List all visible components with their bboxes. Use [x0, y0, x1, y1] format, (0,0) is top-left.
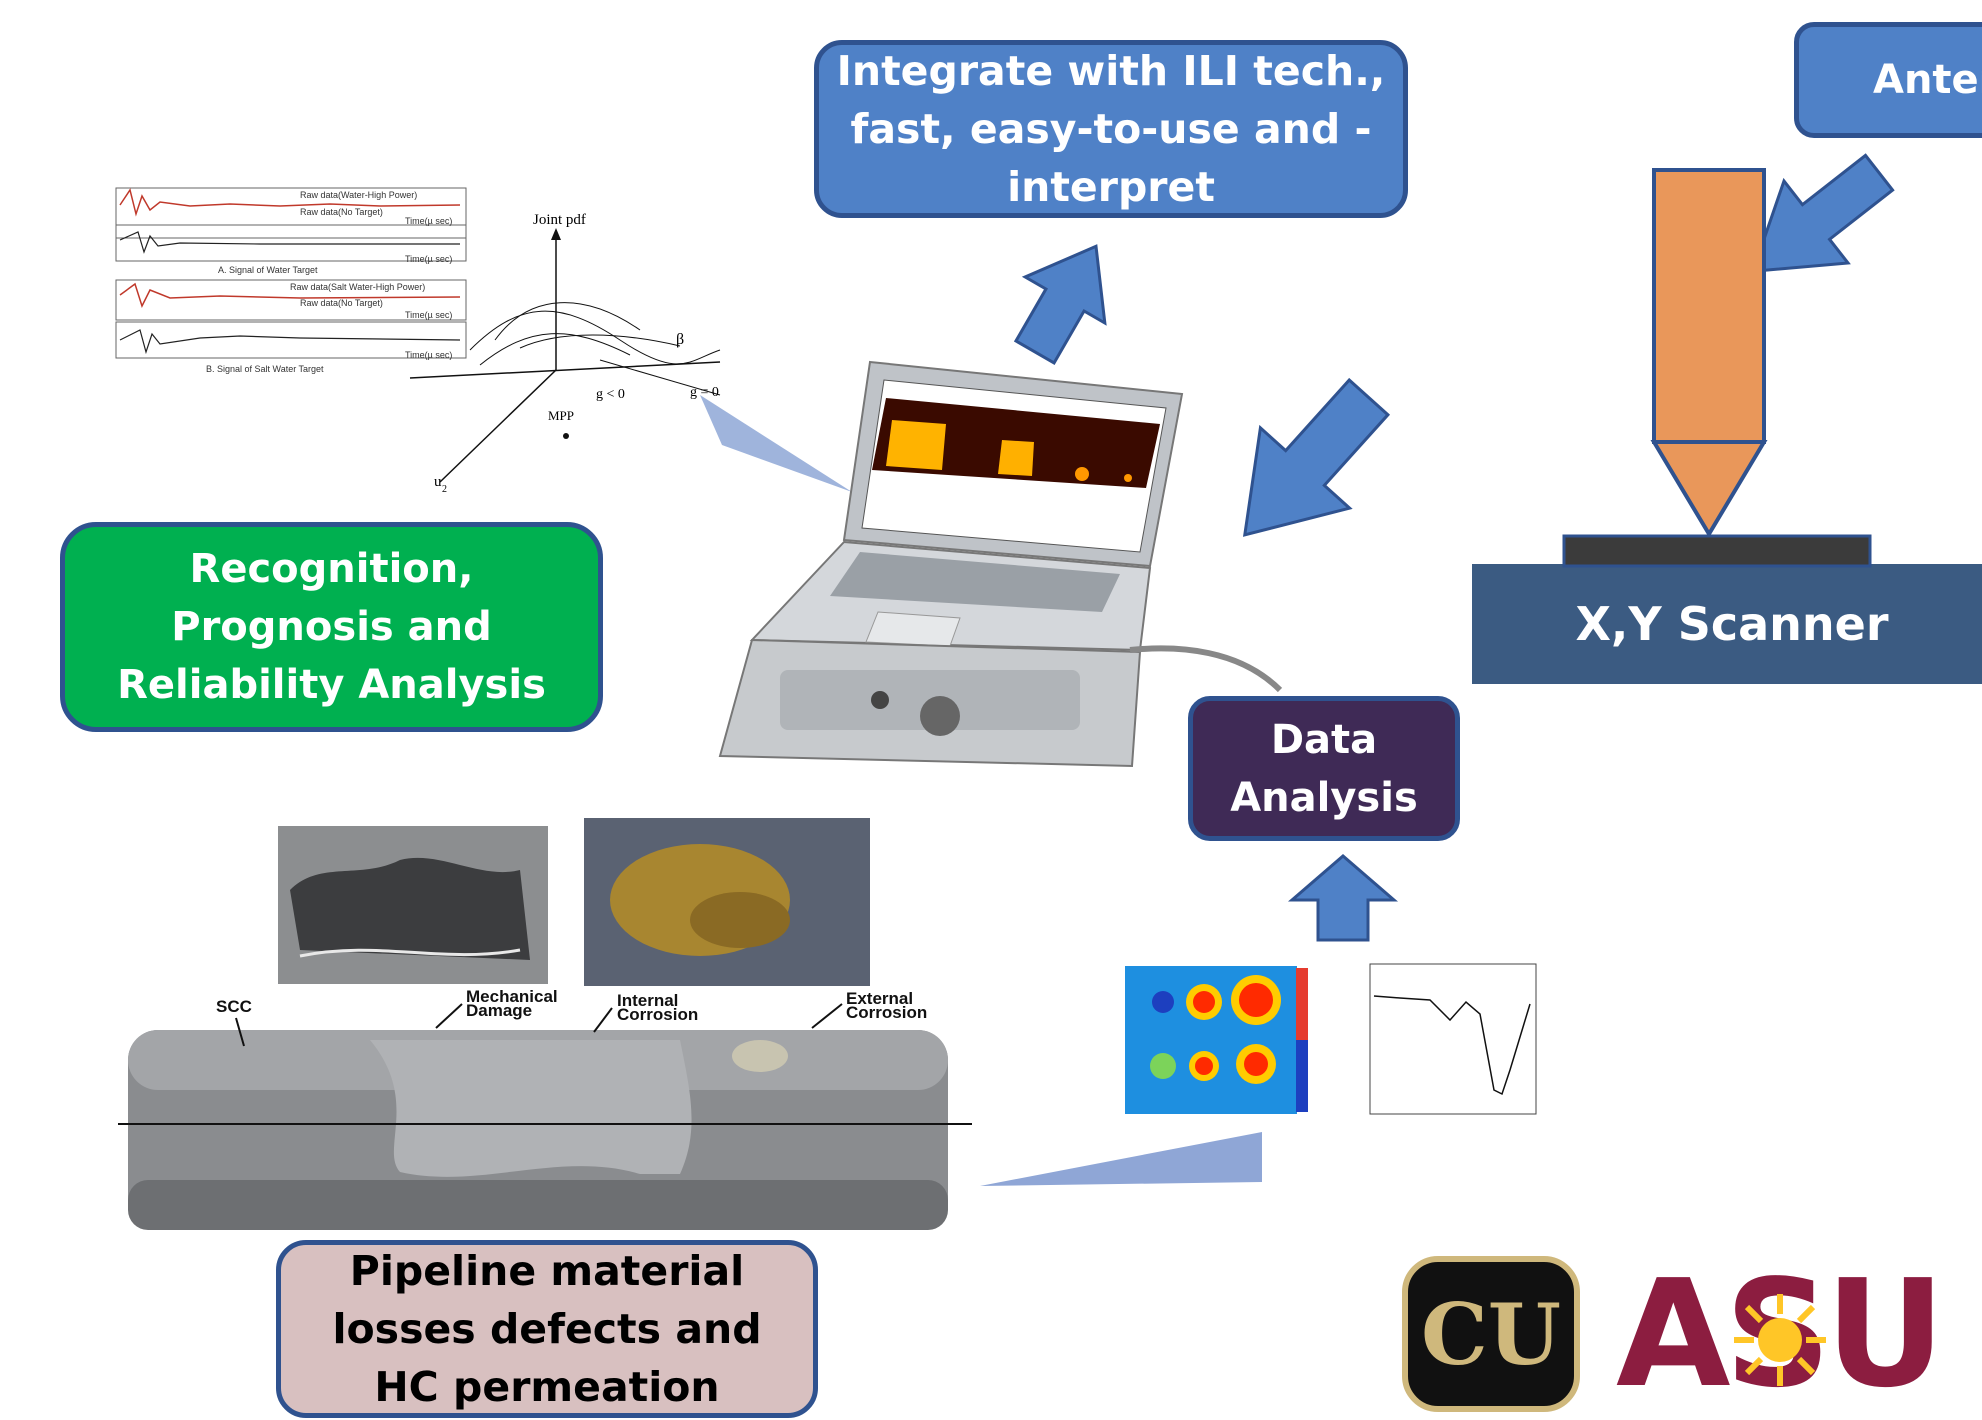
pipe-label-external-2: Corrosion	[846, 1003, 927, 1022]
data-analysis-box: Data Analysis	[1188, 696, 1460, 841]
pdf-beta: β	[676, 331, 684, 348]
arrow-up-integrate	[1013, 244, 1107, 366]
pipeline-text: Pipeline material losses defects and HC …	[332, 1247, 762, 1411]
pipe-label-scc: SCC	[216, 997, 252, 1016]
asu-sunburst-icon	[1734, 1294, 1826, 1386]
signal-legend-4: Raw data(No Target)	[300, 298, 383, 308]
signal-xunit-1: Time(µ sec)	[405, 216, 452, 226]
pdf-g-lt: g < 0	[596, 387, 625, 402]
signal-xunit-4: Time(µ sec)	[405, 350, 452, 360]
signal-caption-a: A. Signal of Water Target	[218, 265, 318, 275]
pipe-label-internal-2: Corrosion	[617, 1005, 698, 1024]
pdf-title: Joint pdf	[533, 212, 586, 228]
callout-wedge-top	[700, 395, 852, 492]
integrate-text: Integrate with ILI tech., fast, easy-to-…	[836, 47, 1386, 211]
scanner-plate	[1562, 534, 1872, 568]
signal-caption-b: B. Signal of Salt Water Target	[206, 364, 324, 374]
pdf-mpp: MPP	[548, 408, 574, 423]
signal-legend-3: Raw data(Salt Water-High Power)	[290, 282, 425, 292]
pipe-label-mechanical-2: Damage	[466, 1001, 532, 1020]
antenna-probe	[1650, 168, 1768, 538]
laptop-image	[718, 360, 1283, 768]
line-profile-plot	[1369, 963, 1537, 1115]
cu-logo-text: CU	[1420, 1284, 1562, 1384]
data-analysis-text: Data Analysis	[1230, 716, 1418, 821]
signal-plot: Raw data(Water-High Power) Raw data(No T…	[115, 187, 467, 374]
scanner-box: X,Y Scanner	[1472, 564, 1982, 684]
pipe-label-mechanical-1: Mechanical	[466, 987, 558, 1006]
joint-pdf-plot: Joint pdf β g < 0 g = 0 MPP u 2	[409, 212, 721, 495]
callout-wedge-bottom	[980, 1132, 1262, 1186]
signal-legend-2: Raw data(No Target)	[300, 207, 383, 217]
integrate-box: Integrate with ILI tech., fast, easy-to-…	[814, 40, 1408, 218]
pipeline-box: Pipeline material losses defects and HC …	[276, 1240, 818, 1418]
recognition-text: Recognition, Prognosis and Reliability A…	[117, 546, 546, 708]
crack-photo	[278, 826, 548, 984]
pipe-label-external-1: External	[846, 989, 913, 1008]
signal-xunit-3: Time(µ sec)	[405, 310, 452, 320]
pdf-u2-sub: 2	[442, 484, 447, 495]
antenna-text: Anter	[1873, 57, 1982, 103]
arrow-to-antenna	[1750, 153, 1895, 273]
scanner-text: X,Y Scanner	[1575, 597, 1889, 651]
heatmap-plot	[1125, 966, 1308, 1114]
pipe-label-internal-1: Internal	[617, 991, 678, 1010]
pdf-g-eq: g = 0	[690, 385, 719, 400]
recognition-box: Recognition, Prognosis and Reliability A…	[60, 522, 603, 732]
corrosion-photo	[584, 818, 870, 986]
arrow-up-data-analysis	[1287, 854, 1399, 942]
pdf-u2: u	[434, 474, 442, 490]
signal-legend-1: Raw data(Water-High Power)	[300, 190, 417, 200]
signal-xunit-2: Time(µ sec)	[405, 254, 452, 264]
antenna-box: Anter	[1794, 22, 1982, 138]
cu-logo: CU	[1402, 1256, 1580, 1412]
arrow-to-laptop	[1242, 377, 1391, 537]
